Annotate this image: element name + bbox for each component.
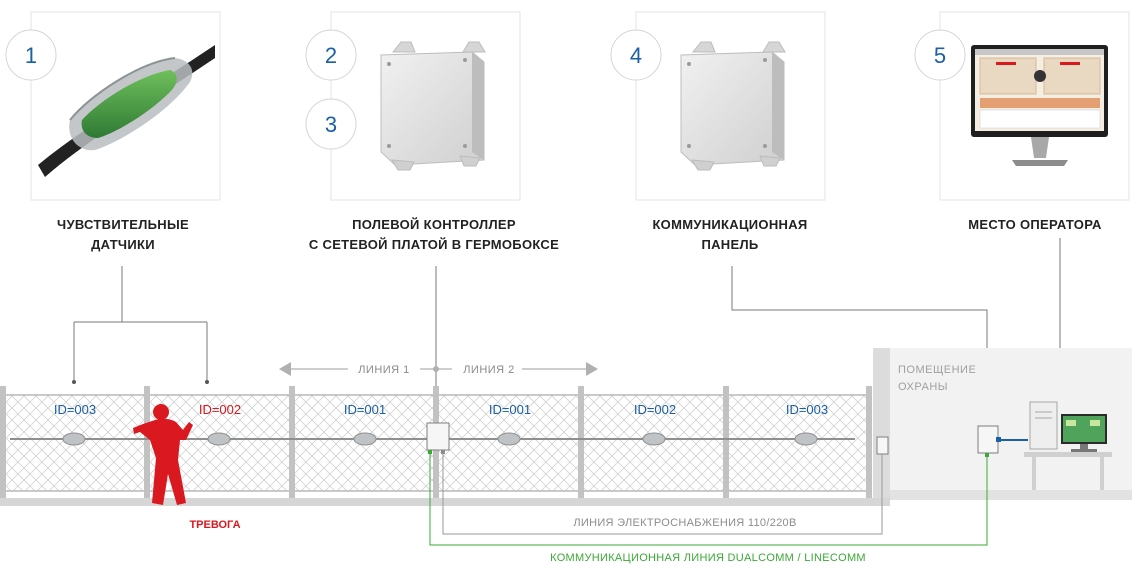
power-supply-unit xyxy=(876,436,889,455)
sensor-nodes xyxy=(62,432,818,446)
zone-id-1: ID=003 xyxy=(54,402,96,417)
sensor-pointer-dot-2 xyxy=(205,380,209,384)
zone-id-2-alarm: ID=002 xyxy=(199,402,241,417)
line-1-label: ЛИНИЯ 1 xyxy=(358,364,410,376)
step-number-4: 4 xyxy=(630,43,642,68)
line-2-label: ЛИНИЯ 2 xyxy=(463,364,515,376)
zone-id-4: ID=001 xyxy=(489,402,531,417)
label-comm-panel-line1: КОММУНИКАЦИОННАЯ xyxy=(652,217,807,232)
guard-room: ПОМЕЩЕНИЕ ОХРАНЫ xyxy=(873,348,1132,500)
step-number-5: 5 xyxy=(934,43,946,68)
panel-operator: 5 xyxy=(914,11,1130,201)
room-label-line2: ОХРАНЫ xyxy=(898,381,948,393)
label-sensors-line1: ЧУВСТВИТЕЛЬНЫЕ xyxy=(57,217,189,232)
enclosure-image-1 xyxy=(380,41,486,171)
panel-comm-panel: 4 xyxy=(610,11,826,201)
panel-sensors: 1 xyxy=(5,11,221,201)
operator-workstation xyxy=(1024,401,1112,490)
step-number-2: 2 xyxy=(325,43,337,68)
step-badge-2 xyxy=(305,29,357,81)
power-line: ЛИНИЯ ЭЛЕКТРОСНАБЖЕНИЯ 110/220В xyxy=(442,454,883,535)
alarm-label: ТРЕВОГА xyxy=(189,519,240,531)
label-comm-panel-line2: ПАНЕЛЬ xyxy=(701,237,758,252)
power-line-label: ЛИНИЯ ЭЛЕКТРОСНАБЖЕНИЯ 110/220В xyxy=(573,517,796,529)
line-arrows: ЛИНИЯ 1 ЛИНИЯ 2 xyxy=(279,362,598,376)
comm-line-label: КОММУНИКАЦИОННАЯ ЛИНИЯ DUALCOMM / LINECO… xyxy=(550,552,866,564)
step-number-1: 1 xyxy=(25,43,37,68)
step-number-3: 3 xyxy=(325,112,337,137)
enclosure-image-2 xyxy=(680,41,786,171)
sensor-pointer-dot-1 xyxy=(72,380,76,384)
label-controller-line2: С СЕТЕВОЙ ПЛАТОЙ В ГЕРМОБОКСЕ xyxy=(309,237,559,252)
panel-field-controller: 2 3 xyxy=(305,11,521,201)
label-sensors-line2: ДАТЧИКИ xyxy=(91,237,155,252)
intruder-figure xyxy=(133,404,193,505)
monitor-image xyxy=(971,45,1108,166)
label-operator: МЕСТО ОПЕРАТОРА xyxy=(968,217,1102,232)
step-badge-5 xyxy=(914,29,966,81)
comm-line: КОММУНИКАЦИОННАЯ ЛИНИЯ DUALCOMM / LINECO… xyxy=(429,454,988,564)
field-controller-unit xyxy=(426,422,450,454)
step-badge-3 xyxy=(305,98,357,150)
zone-id-3: ID=001 xyxy=(344,402,386,417)
step-badge-4 xyxy=(610,29,662,81)
sensor-image xyxy=(38,45,215,177)
zone-id-5: ID=002 xyxy=(634,402,676,417)
step-badge-1 xyxy=(5,29,57,81)
room-label-line1: ПОМЕЩЕНИЕ xyxy=(898,364,976,376)
zone-id-6: ID=003 xyxy=(786,402,828,417)
comm-panel-unit xyxy=(977,425,1028,457)
label-controller-line1: ПОЛЕВОЙ КОНТРОЛЛЕР xyxy=(352,217,516,232)
